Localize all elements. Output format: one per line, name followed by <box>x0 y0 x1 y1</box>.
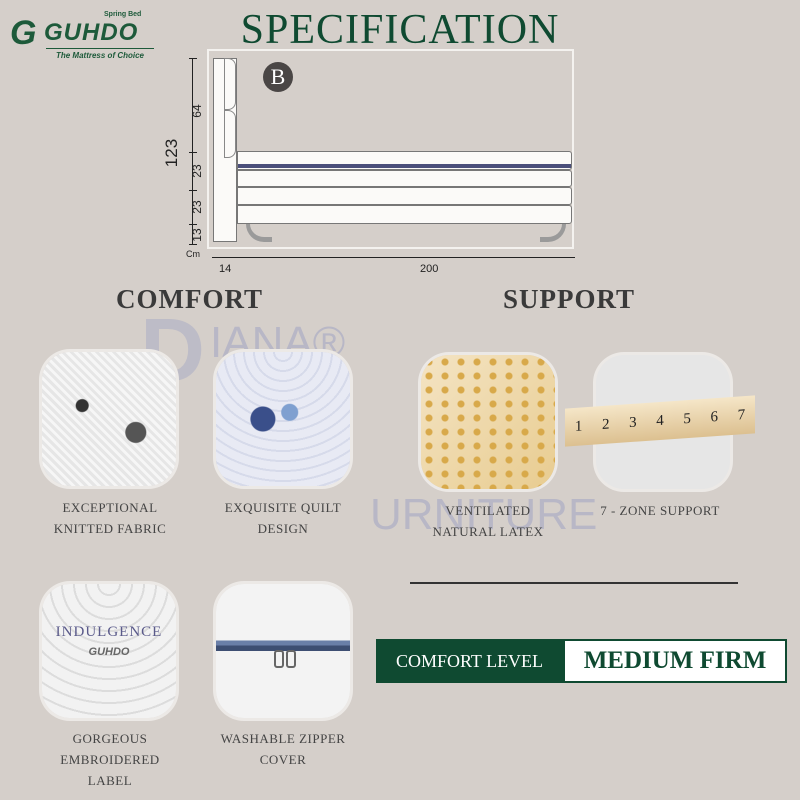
unit-label: Cm <box>186 249 200 259</box>
total-height-label: 123 <box>162 138 181 168</box>
feature-caption: EXQUISITE QUILT DESIGN <box>203 497 363 539</box>
zone-number: 4 <box>656 412 664 429</box>
brand-logo-icon: G <box>10 14 37 52</box>
feature-caption: 7 - ZONE SUPPORT <box>580 500 740 521</box>
caption-line: GORGEOUS <box>72 731 148 746</box>
bed-base <box>237 205 572 224</box>
bed-base <box>237 187 572 205</box>
variant-badge: B <box>263 62 293 92</box>
dimension-tick <box>189 152 197 153</box>
dimension-tick <box>189 190 197 191</box>
feature-caption: WASHABLE ZIPPER COVER <box>203 728 363 770</box>
quilt-design-image <box>216 352 350 486</box>
label-text: INDULGENCE <box>55 624 163 640</box>
caption-line: LABEL <box>87 773 133 788</box>
bed-leg <box>246 224 272 242</box>
zone-number: 1 <box>574 417 583 435</box>
embroidered-label-image: INDULGENCE GUHDO <box>42 584 176 718</box>
brand-name: GUHDO <box>44 19 139 46</box>
comfort-level-value: MEDIUM FIRM <box>563 639 787 683</box>
dimension-tick <box>189 244 197 245</box>
caption-line: EXQUISITE QUILT <box>224 500 342 515</box>
caption-line: DESIGN <box>257 521 309 536</box>
caption-line: WASHABLE ZIPPER <box>220 731 346 746</box>
zone-number: 5 <box>683 410 691 427</box>
dimension-tick <box>189 224 197 225</box>
mattress-stripe <box>238 164 571 168</box>
headboard-depth-label: 14 <box>219 263 232 275</box>
caption-line: EXCEPTIONAL <box>62 500 158 515</box>
length-label: 200 <box>420 263 439 275</box>
feature-caption: VENTILATED NATURAL LATEX <box>408 500 568 542</box>
zipper-pull-icon <box>274 650 284 668</box>
brand-subtitle: Spring Bed <box>104 11 142 18</box>
knitted-fabric-image <box>42 352 176 486</box>
comfort-heading: COMFORT <box>116 284 264 314</box>
zone-number: 3 <box>629 414 637 431</box>
caption-line: EMBROIDERED <box>60 752 160 767</box>
length-dimension-line <box>212 257 575 258</box>
feature-caption: GORGEOUS EMBROIDERED LABEL <box>30 728 190 791</box>
support-heading: SUPPORT <box>503 284 636 314</box>
height-label: 13 <box>190 228 204 242</box>
headboard-cushion <box>224 110 236 158</box>
watermark: URNITURE <box>370 490 598 539</box>
zone-number: 2 <box>601 416 610 433</box>
dimension-tick <box>189 58 197 59</box>
height-label: 64 <box>190 104 204 118</box>
height-label: 23 <box>190 164 204 178</box>
zone-number: 6 <box>710 408 719 425</box>
headboard-cushion <box>224 58 236 110</box>
bed-base <box>237 170 572 187</box>
zipper-pull-icon <box>286 650 296 668</box>
comfort-level-label: COMFORT LEVEL <box>376 639 563 683</box>
zone-number: 7 <box>737 406 746 424</box>
caption-line: VENTILATED <box>445 503 531 518</box>
zipper-cover-image <box>216 584 350 718</box>
bed-diagram-frame <box>207 49 574 249</box>
page-title: SPECIFICATION <box>240 7 560 53</box>
brand-tagline: The Mattress of Choice <box>46 48 154 60</box>
latex-image <box>421 355 555 489</box>
label-brand: GUHDO <box>88 646 130 658</box>
height-dimension-line <box>192 58 193 244</box>
divider <box>410 582 738 584</box>
caption-line: KNITTED FABRIC <box>53 521 167 536</box>
caption-line: NATURAL LATEX <box>432 524 544 539</box>
height-label: 23 <box>190 200 204 214</box>
feature-caption: EXCEPTIONAL KNITTED FABRIC <box>30 497 190 539</box>
caption-line: 7 - ZONE SUPPORT <box>600 503 720 518</box>
caption-line: COVER <box>259 752 307 767</box>
